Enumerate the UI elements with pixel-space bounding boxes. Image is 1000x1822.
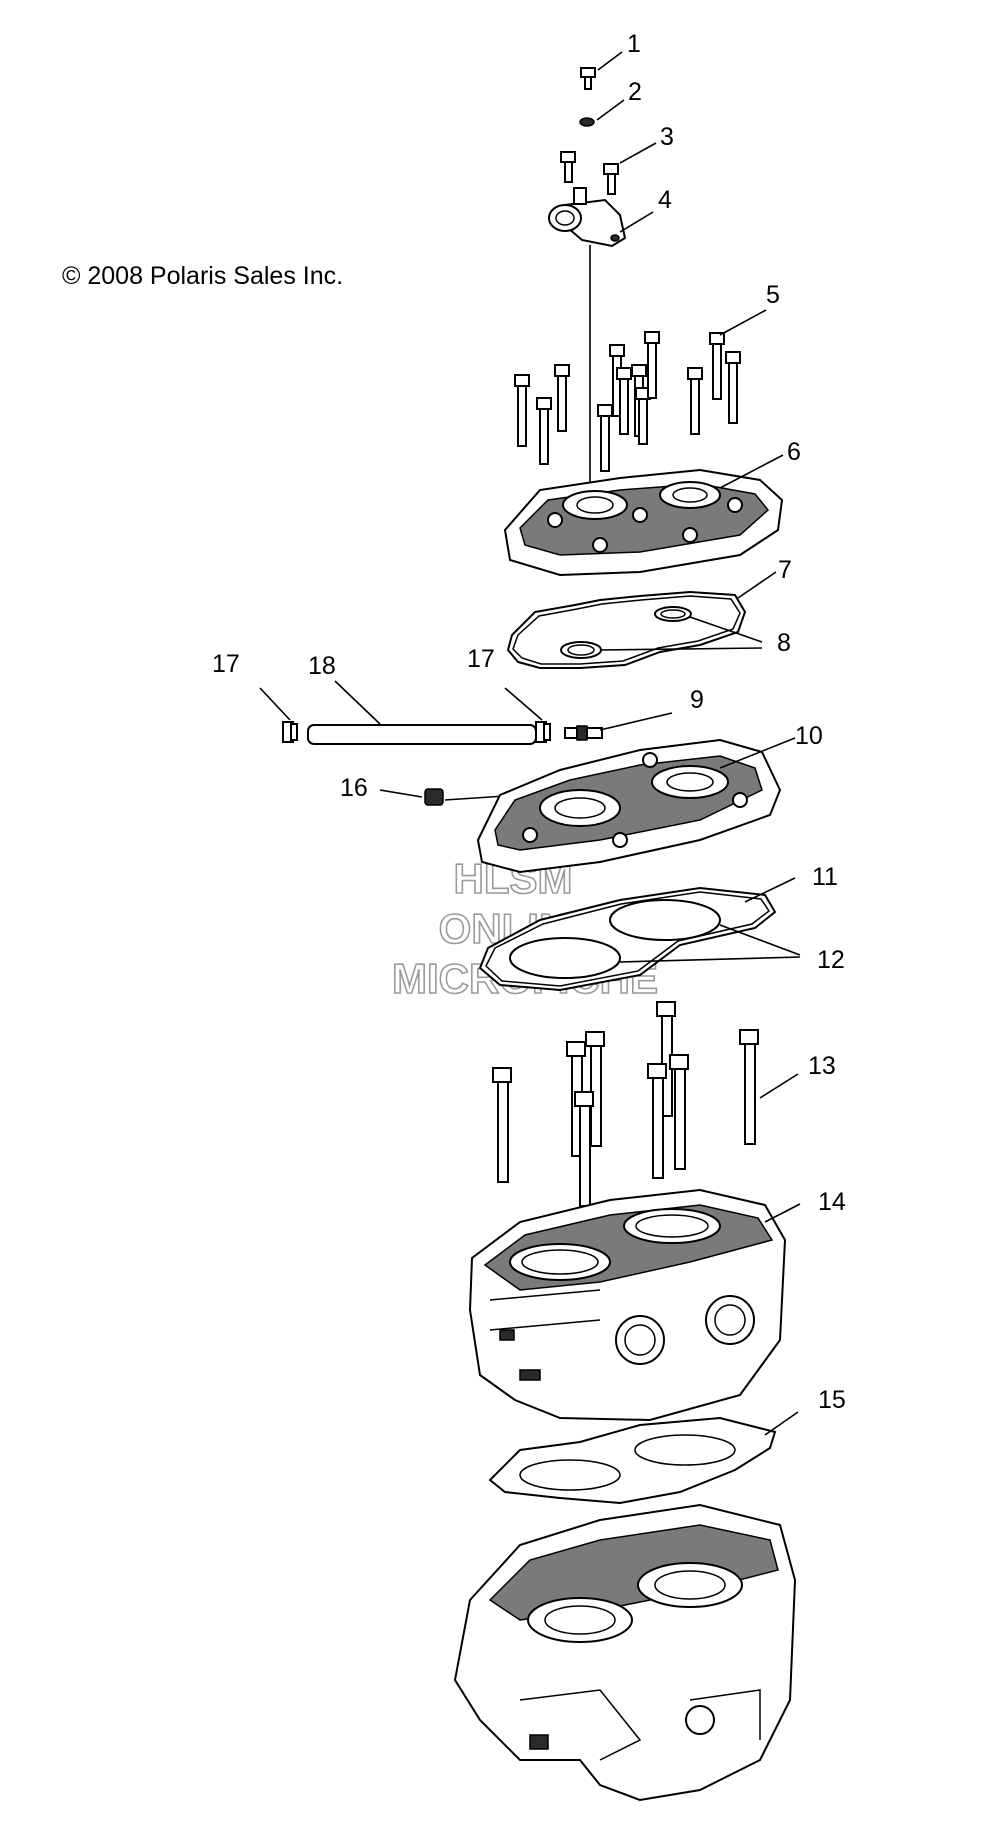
leader-15 bbox=[764, 1411, 799, 1436]
callout-4[interactable]: 4 bbox=[658, 186, 672, 214]
leader-14 bbox=[764, 1203, 801, 1223]
callout-12[interactable]: 12 bbox=[817, 946, 845, 974]
leader-8a bbox=[689, 616, 763, 643]
part-13-cylinder-bolts[interactable] bbox=[492, 1001, 759, 1207]
part-4-outlet-fitting[interactable] bbox=[548, 187, 627, 248]
leader-4 bbox=[619, 211, 654, 233]
callout-2[interactable]: 2 bbox=[628, 78, 642, 106]
leader-16a bbox=[379, 789, 423, 798]
leader-5 bbox=[719, 309, 767, 336]
callout-17b[interactable]: 17 bbox=[467, 645, 495, 673]
part-11-head-gasket[interactable] bbox=[478, 886, 777, 992]
part-6-head-cover[interactable] bbox=[503, 468, 784, 577]
part-12-head-o-rings[interactable] bbox=[509, 899, 721, 979]
callout-18[interactable]: 18 bbox=[308, 652, 336, 680]
leader-6 bbox=[719, 454, 784, 489]
part-18-hose[interactable] bbox=[307, 724, 537, 745]
leader-10 bbox=[719, 737, 796, 769]
part-14-cylinder[interactable] bbox=[468, 1188, 787, 1422]
part-2-washer[interactable] bbox=[579, 117, 595, 127]
callout-labels: 1 2 3 4 5 6 7 8 9 10 11 12 13 14 15 16 1… bbox=[212, 30, 846, 1414]
leader-12a bbox=[719, 924, 801, 956]
leader-3 bbox=[619, 142, 657, 164]
part-5-cover-bolts[interactable] bbox=[514, 331, 741, 472]
callout-15[interactable]: 15 bbox=[818, 1386, 846, 1414]
leader-16b bbox=[444, 795, 506, 801]
leader-18 bbox=[334, 680, 381, 725]
callout-10[interactable]: 10 bbox=[795, 722, 823, 750]
leader-17b bbox=[504, 687, 543, 721]
callout-13[interactable]: 13 bbox=[808, 1052, 836, 1080]
callout-9[interactable]: 9 bbox=[690, 686, 704, 714]
leader-12b bbox=[619, 956, 801, 963]
callout-8[interactable]: 8 bbox=[777, 629, 791, 657]
leader-13 bbox=[759, 1073, 799, 1099]
callout-6[interactable]: 6 bbox=[787, 438, 801, 466]
part-10-cylinder-head[interactable] bbox=[476, 738, 782, 874]
leader-2 bbox=[596, 99, 625, 121]
callout-1[interactable]: 1 bbox=[627, 30, 641, 58]
callout-16[interactable]: 16 bbox=[340, 774, 368, 802]
part-16-plug[interactable] bbox=[424, 788, 444, 806]
part-7-cover-gasket[interactable] bbox=[506, 590, 747, 669]
callout-17a[interactable]: 17 bbox=[212, 650, 240, 678]
leader-8b bbox=[599, 647, 763, 651]
part-1-bolt[interactable] bbox=[580, 67, 596, 90]
part-8-o-rings[interactable] bbox=[560, 606, 692, 659]
callout-7[interactable]: 7 bbox=[778, 556, 792, 584]
callout-5[interactable]: 5 bbox=[766, 281, 780, 309]
callout-14[interactable]: 14 bbox=[818, 1188, 846, 1216]
callout-11[interactable]: 11 bbox=[812, 863, 838, 891]
leader-11 bbox=[744, 877, 796, 903]
leader-7 bbox=[737, 571, 777, 599]
leader-1 bbox=[597, 51, 623, 71]
part-15-base-gasket[interactable] bbox=[488, 1416, 777, 1505]
part-9-fitting[interactable] bbox=[564, 725, 603, 741]
callout-3[interactable]: 3 bbox=[660, 123, 674, 151]
leader-17a bbox=[259, 687, 291, 721]
leader-9 bbox=[599, 712, 673, 731]
crankcase-reference bbox=[453, 1503, 797, 1802]
part-3-bolts[interactable] bbox=[560, 151, 619, 195]
copyright-text: © 2008 Polaris Sales Inc. bbox=[62, 262, 343, 290]
